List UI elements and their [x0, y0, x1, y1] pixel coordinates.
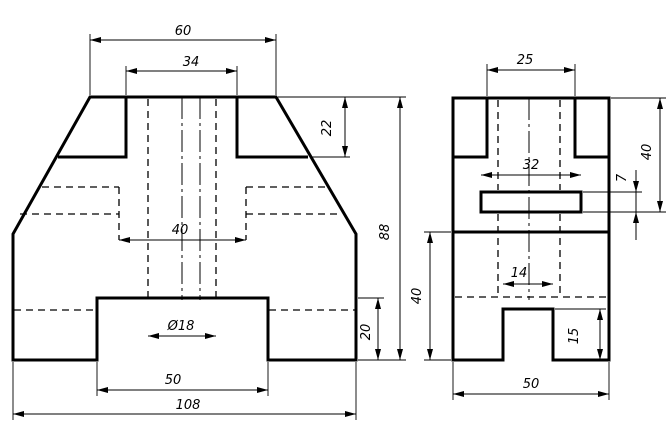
arrow-7-bot: [633, 212, 639, 223]
arrow-d18-left: [148, 333, 159, 339]
dim-34-label: 34: [183, 55, 200, 70]
dim-40-upper-label: 40: [640, 144, 655, 161]
front-left-notch: [58, 97, 128, 159]
dim-50-front-label: 50: [165, 373, 182, 388]
dim-50-side-label: 50: [523, 377, 540, 392]
arrow-60-right: [265, 37, 276, 43]
arrow-40l-top: [427, 232, 433, 243]
side-top-slot-right: [573, 98, 609, 159]
dim-d18-label: Ø18: [167, 319, 195, 334]
arrow-7-top: [633, 181, 639, 192]
arrow-34-right: [226, 68, 237, 74]
arrow-40l-bot: [427, 349, 433, 360]
arrow-25-right: [564, 67, 575, 73]
arrow-40f-right: [235, 237, 246, 243]
side-top-slot-left: [453, 98, 489, 159]
arrow-15-bot: [597, 349, 603, 360]
arrow-40u-bot: [657, 201, 663, 212]
arrow-34-left: [126, 68, 137, 74]
dim-88-label: 88: [378, 224, 393, 241]
arrow-50s-left: [453, 391, 464, 397]
arrow-50f-left: [97, 387, 108, 393]
arrow-20-top: [375, 298, 381, 309]
dim-15-label: 15: [567, 328, 582, 345]
dim-40-front-label: 40: [172, 223, 189, 238]
dim-60-label: 60: [175, 24, 192, 39]
dim-22-label: 22: [320, 120, 335, 137]
dim-40-lower-label: 40: [410, 288, 425, 305]
arrow-20-bot: [375, 349, 381, 360]
arrow-108-right: [345, 411, 356, 417]
front-right-notch: [235, 97, 308, 159]
arrow-14-right: [542, 281, 553, 287]
arrow-32-right: [570, 172, 581, 178]
dim-25-label: 25: [517, 53, 534, 68]
arrow-15-top: [597, 309, 603, 320]
arrow-40f-left: [119, 237, 130, 243]
dim-14-label: 14: [511, 266, 528, 281]
arrow-25-left: [487, 67, 498, 73]
arrow-88-bot: [397, 349, 403, 360]
arrow-108-left: [13, 411, 24, 417]
dim-108-label: 108: [176, 398, 201, 413]
side-cross-hole: [479, 190, 583, 214]
dim-7-label: 7: [615, 173, 630, 182]
side-view: 25 32 40 7 40 14 15 50: [410, 53, 666, 400]
arrow-32-left: [481, 172, 492, 178]
arrow-88-top: [397, 97, 403, 108]
arrow-d18-right: [205, 333, 216, 339]
arrow-22-top: [342, 97, 348, 108]
front-outline: [11, 95, 358, 362]
arrow-40u-top: [657, 98, 663, 109]
arrow-50f-right: [257, 387, 268, 393]
dim-20-label: 20: [359, 324, 374, 341]
arrow-50s-right: [598, 391, 609, 397]
side-outline: [451, 96, 611, 362]
dim-32-label: 32: [523, 158, 540, 173]
front-view: 60 34 22 88 40 Ø18 20 50: [11, 24, 406, 420]
arrow-22-bot: [342, 146, 348, 157]
arrow-14-left: [503, 281, 514, 287]
arrow-60-left: [90, 37, 101, 43]
